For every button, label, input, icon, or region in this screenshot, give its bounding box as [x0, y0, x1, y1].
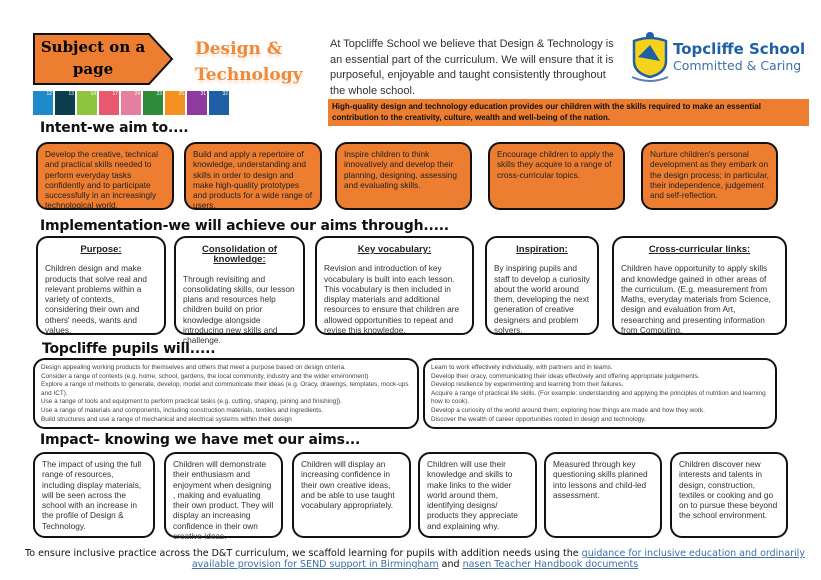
goal-badges: 12 13 14 17 24 23 25 31 32 [33, 91, 229, 115]
badge-number: 24 [134, 91, 140, 97]
goal-badge-icon: 17 [99, 91, 119, 115]
implementation-heading: Implementation-we will achieve our aims … [40, 218, 449, 234]
implementation-box: Purpose: Children design and make product… [36, 236, 166, 335]
badge-number: 25 [178, 91, 184, 97]
impact-box: Measured through key questioning skills … [544, 452, 662, 538]
pupils-list-item: Develop a curiosity of the world around … [431, 406, 705, 414]
impact-box: Children discover new interests and tale… [670, 452, 788, 538]
arrow-label: Subject on a page [40, 38, 146, 78]
pupils-heading: Topcliffe pupils will..... [42, 341, 216, 357]
footer-inclusion-note: To ensure inclusive practice across the … [20, 548, 810, 570]
implementation-box-text: Revision and introduction of key vocabul… [324, 263, 460, 336]
implementation-box: Consolidation of knowledge: Through revis… [174, 236, 305, 345]
subject-title-line2: Technology [195, 65, 303, 85]
goal-badge-icon: 23 [143, 91, 163, 115]
pupils-list-item: Explore a range of methods to generate, … [41, 381, 409, 397]
goal-badge-icon: 12 [33, 91, 53, 115]
badge-number: 31 [200, 91, 206, 97]
pupils-list-right: Learn to work effectively individually, … [423, 358, 777, 429]
footer-and: and [441, 559, 460, 570]
impact-box: Children will display an increasing conf… [292, 452, 411, 538]
intent-box: Nurture children's personal development … [641, 142, 778, 210]
implementation-box-text: Children design and make products that s… [45, 263, 147, 336]
badge-number: 17 [112, 91, 118, 97]
pupils-list-item: Design appealing working products for th… [41, 364, 346, 371]
pupils-list-item: Develop resilience by experimenting and … [431, 381, 624, 389]
goal-badge-icon: 25 [165, 91, 185, 115]
pupils-list-item: Build structures and use a range of mech… [41, 415, 292, 423]
mission-banner: High-quality design and technology educa… [328, 99, 809, 126]
goal-badge-icon: 24 [121, 91, 141, 115]
arrow-shape [33, 33, 174, 85]
pupils-list-item: Consider a range of contexts (e.g. home,… [41, 372, 369, 380]
implementation-box-title: Key vocabulary: [357, 244, 432, 255]
pupils-list-item: Use a range of tools and equipment to pe… [41, 398, 342, 406]
goal-badge-icon: 31 [187, 91, 207, 115]
subject-title-line1: Design & [195, 39, 283, 59]
pupils-list-item: Use a range of materials and components,… [41, 406, 324, 414]
badge-number: 32 [222, 91, 228, 97]
intent-box: Develop the creative, technical and prac… [36, 142, 174, 210]
send-guidance-link[interactable]: guidance for inclusive education and ord… [191, 548, 805, 570]
school-motto: Committed & Caring [673, 58, 802, 73]
school-crest-logo [628, 31, 672, 83]
pupils-list-item: Acquire a range of practical life skills… [431, 389, 766, 406]
impact-box: Children will demonstrate their enthusia… [164, 452, 283, 541]
footer-text: To ensure inclusive practice across the … [25, 548, 579, 559]
impact-box: Children will use their knowledge and sk… [418, 452, 537, 538]
subject-title: Design & Technology [195, 36, 303, 88]
goal-badge-icon: 32 [209, 91, 229, 115]
goal-badge-icon: 14 [77, 91, 97, 115]
badge-number: 14 [90, 91, 96, 97]
intent-box: Build and apply a repertoire of knowledg… [184, 142, 322, 210]
badge-number: 12 [46, 91, 52, 97]
implementation-box: Key vocabulary: Revision and introduction… [315, 236, 474, 335]
pupils-list-item: Discover the wealth of career opportunit… [431, 415, 646, 423]
goal-badge-icon: 13 [55, 91, 75, 115]
implementation-box-title: Purpose: [80, 244, 122, 255]
pupils-list-item: Learn to work effectively individually, … [431, 364, 613, 371]
intent-box: Inspire children to think innovatively a… [335, 142, 472, 210]
implementation-box-title: Consolidation of knowledge: [202, 244, 277, 266]
implementation-box-text: Through revisiting and consolidating ski… [183, 273, 295, 346]
subject-on-a-page-arrow: Subject on a page [33, 33, 174, 85]
school-name: Topcliffe School [673, 40, 806, 58]
implementation-box-text: Children have opportunity to apply skill… [621, 263, 771, 336]
intro-text: At Topcliffe School we believe that Desi… [330, 38, 614, 97]
intent-box: Encourage children to apply the skills t… [488, 142, 625, 210]
implementation-box-text: By inspiring pupils and staff to develop… [494, 263, 590, 336]
implementation-box-title: Inspiration: [516, 244, 568, 255]
implementation-box-title: Cross-curricular links: [648, 244, 751, 255]
pupils-list-left: Design appealing working products for th… [33, 358, 419, 429]
badge-number: 23 [156, 91, 162, 97]
badge-number: 13 [68, 91, 74, 97]
pupils-list-item: Develop their oracy, communicating their… [431, 372, 700, 380]
impact-box: The impact of using the full range of re… [33, 452, 155, 538]
implementation-box: Cross-curricular links: Children have opp… [612, 236, 787, 335]
nasen-handbook-link[interactable]: nasen Teacher Handbook documents [462, 559, 639, 570]
intent-heading: Intent-we aim to.... [40, 120, 189, 136]
implementation-box: Inspiration: By inspiring pupils and staf… [485, 236, 599, 335]
impact-heading: Impact– knowing we have met our aims... [40, 432, 361, 448]
